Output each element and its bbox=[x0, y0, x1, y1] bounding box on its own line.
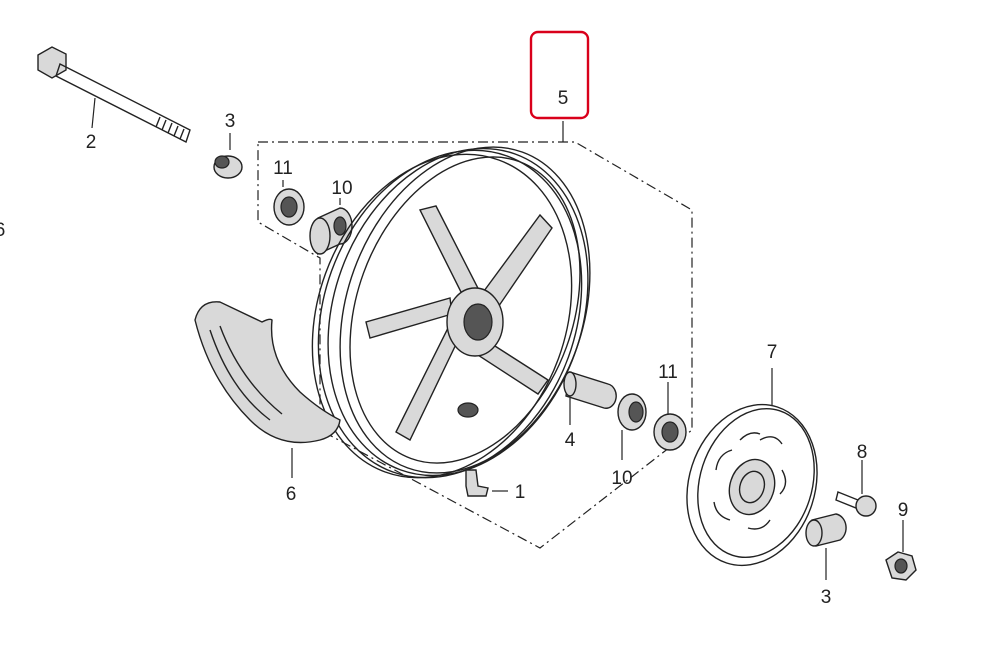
label-1: 1 bbox=[515, 482, 526, 503]
front-wheel[interactable]: 5 bbox=[269, 88, 634, 515]
axle-bolt[interactable]: 2 bbox=[37, 46, 191, 153]
bearing-top-10[interactable]: 10 bbox=[309, 178, 353, 256]
label-10-bottom: 10 bbox=[611, 468, 632, 489]
label-9: 9 bbox=[898, 500, 909, 521]
label-3-bottom: 3 bbox=[821, 587, 832, 608]
spacer[interactable]: 4 bbox=[563, 371, 617, 451]
label-8: 8 bbox=[857, 442, 868, 463]
brake-disc[interactable]: 7 bbox=[667, 342, 838, 582]
disc-bolt[interactable]: 8 bbox=[835, 442, 877, 517]
bearing-bottom-10[interactable]: 10 bbox=[611, 393, 647, 489]
label-11-top: 11 bbox=[273, 158, 293, 179]
highlight-box bbox=[529, 30, 590, 120]
label-7: 7 bbox=[767, 342, 778, 363]
label-10-top: 10 bbox=[331, 178, 352, 199]
assembly-outline bbox=[257, 141, 693, 549]
label-4: 4 bbox=[565, 430, 576, 451]
label-3-top: 3 bbox=[225, 111, 236, 132]
label-11-bottom: 11 bbox=[658, 362, 678, 383]
axle-nut[interactable]: 9 bbox=[885, 500, 917, 581]
label-6: 6 bbox=[286, 484, 297, 505]
bearing-bottom-11[interactable]: 11 bbox=[653, 362, 687, 451]
collar-top[interactable]: 3 bbox=[213, 111, 243, 179]
collar-bottom[interactable]: 3 bbox=[805, 513, 847, 608]
label-5: 5 bbox=[558, 88, 569, 109]
bearing-top-11[interactable]: 11 bbox=[273, 158, 305, 226]
label-6-edge: 6 bbox=[0, 220, 5, 241]
valve-stem[interactable]: 1 bbox=[465, 469, 526, 503]
label-2: 2 bbox=[86, 132, 97, 153]
front-fender[interactable]: 6 bbox=[194, 301, 341, 505]
